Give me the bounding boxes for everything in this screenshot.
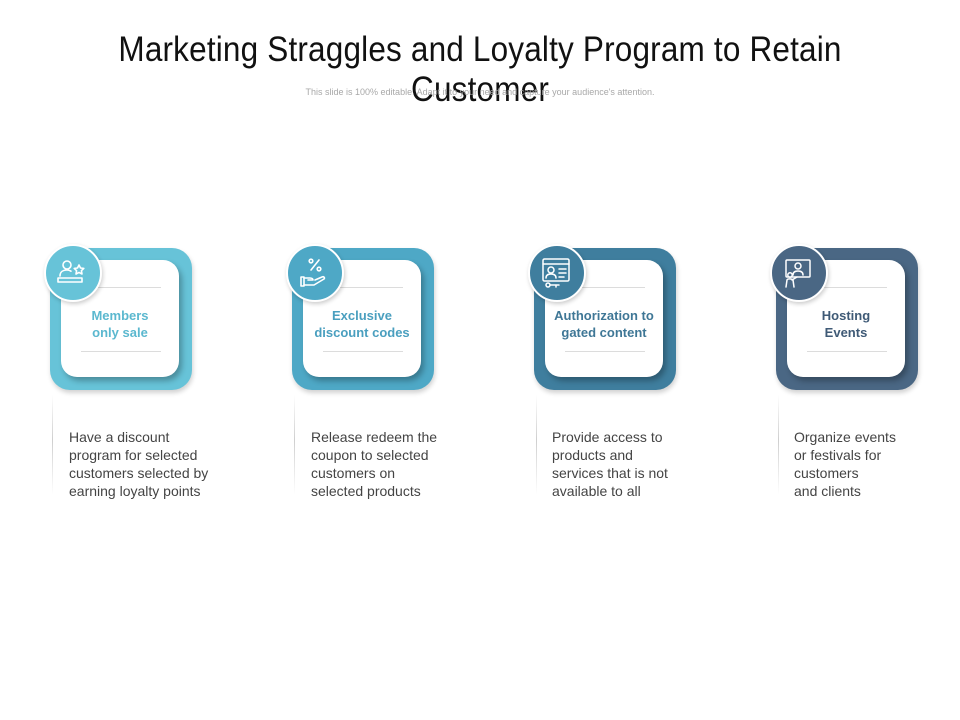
card-exclusive-discount-codes: Exclusive discount codes <box>286 244 434 390</box>
id-card-key-icon <box>528 244 586 302</box>
presenter-board-icon <box>770 244 828 302</box>
card-inner: Authorization to gated content <box>545 260 663 377</box>
card-label: Exclusive discount codes <box>314 308 410 340</box>
card-label: Authorization to gated content <box>554 308 654 340</box>
page-subtitle: This slide is 100% editable. Adapt it to… <box>305 87 655 97</box>
card-description: Release redeem the coupon to selected cu… <box>311 429 438 499</box>
member-star-icon <box>44 244 102 302</box>
card-description: Provide access to products and services … <box>552 429 668 499</box>
divider-line <box>52 395 53 495</box>
card-description: Organize events or festivals for custome… <box>794 429 896 499</box>
page-title: Marketing Straggles and Loyalty Program … <box>118 30 842 109</box>
card-inner: Exclusive discount codes <box>303 260 421 377</box>
card-description: Have a discount program for selected cus… <box>69 429 209 499</box>
divider-line <box>778 395 779 495</box>
divider-line <box>536 395 537 495</box>
card-label: Hosting Events <box>821 308 871 340</box>
card-authorization-gated-content: Authorization to gated content <box>528 244 676 390</box>
divider-line <box>294 395 295 495</box>
card-members-only-sale: Members only sale <box>44 244 192 390</box>
card-hosting-events: Hosting Events <box>770 244 918 390</box>
card-label: Members only sale <box>91 308 149 340</box>
percent-hand-icon <box>286 244 344 302</box>
